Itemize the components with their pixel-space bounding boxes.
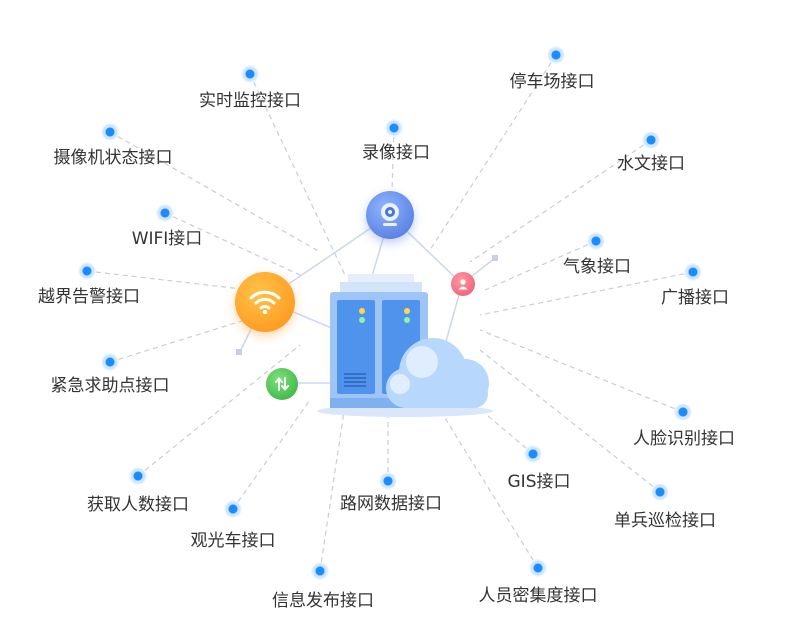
node-dot xyxy=(311,562,329,580)
line-boundary xyxy=(86,270,251,291)
line-weather xyxy=(484,240,597,291)
node-dot xyxy=(684,263,702,281)
arrows-hub xyxy=(266,368,298,400)
node-dot xyxy=(379,472,397,490)
line-recording xyxy=(391,127,395,191)
node-dot xyxy=(241,65,259,83)
node-dot xyxy=(674,403,692,421)
wifi-hub xyxy=(235,272,295,332)
node-dot xyxy=(524,445,542,463)
node-dot xyxy=(529,559,547,577)
node-dot xyxy=(385,119,403,137)
node-label: 观光车接口 xyxy=(190,531,276,551)
node-label: 紧急求助点接口 xyxy=(50,376,170,396)
node-label: 气象接口 xyxy=(563,257,631,277)
node-label: 停车场接口 xyxy=(509,72,595,92)
up-down-arrows-icon xyxy=(275,377,289,391)
node-label: 人员密集度接口 xyxy=(478,586,598,606)
node-dot xyxy=(156,204,174,222)
node-label: 越界告警接口 xyxy=(38,287,140,307)
node-label: 信息发布接口 xyxy=(272,591,374,611)
node-label: 录像接口 xyxy=(362,143,430,163)
line-realtime xyxy=(249,73,346,276)
line-hydrology xyxy=(469,139,652,263)
node-label: GIS接口 xyxy=(507,472,571,492)
node-dot xyxy=(101,123,119,141)
line-patrol xyxy=(479,349,661,493)
line-wifi xyxy=(164,212,301,276)
node-dot xyxy=(78,262,96,280)
node-label: 获取人数接口 xyxy=(87,495,189,515)
node-label: 水文接口 xyxy=(617,154,685,174)
node-label: 广播接口 xyxy=(661,288,729,308)
node-dot xyxy=(587,232,605,250)
node-dot xyxy=(224,500,242,518)
line-broadcast xyxy=(479,271,694,316)
node-label: 摄像机状态接口 xyxy=(53,148,173,168)
line-people-count xyxy=(137,344,301,477)
node-dot xyxy=(642,131,660,149)
line-sightseeing xyxy=(232,399,311,510)
server-cloud-icon xyxy=(317,274,493,417)
person-hub xyxy=(451,272,475,296)
person-icon xyxy=(458,279,468,290)
line-density xyxy=(439,409,539,569)
camera-hub xyxy=(366,191,414,239)
node-label: 单兵巡检接口 xyxy=(614,511,716,531)
node-dot xyxy=(651,483,669,501)
node-dot xyxy=(547,46,565,64)
node-label: WIFI接口 xyxy=(131,229,203,249)
webcam-icon xyxy=(381,203,399,226)
line-parking xyxy=(429,54,557,251)
line-camera-status xyxy=(109,131,321,253)
line-sos xyxy=(109,319,246,363)
node-dot xyxy=(101,353,119,371)
node-label: 路网数据接口 xyxy=(340,494,442,514)
line-face xyxy=(479,329,684,413)
node-dot xyxy=(129,467,147,485)
wifi-icon xyxy=(249,290,281,315)
node-label: 人脸识别接口 xyxy=(633,429,735,449)
node-label: 实时监控接口 xyxy=(199,91,301,111)
line-info-release xyxy=(319,404,346,572)
